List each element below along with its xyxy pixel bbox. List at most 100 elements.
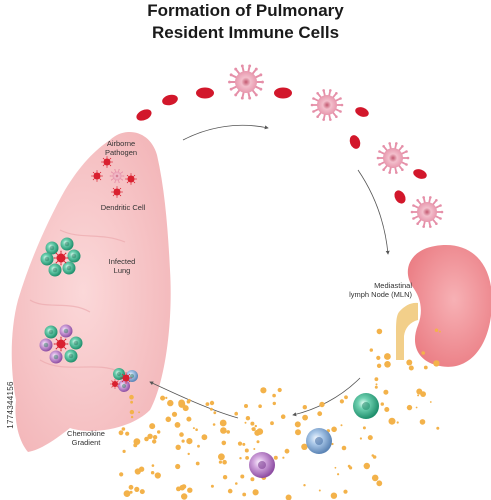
chemokine-dot: [436, 426, 440, 430]
chemokine-dot: [384, 353, 391, 360]
teal-immune-cell-icon: [45, 241, 59, 255]
chemokine-dot: [251, 427, 254, 430]
arrow-right: [357, 169, 390, 255]
chemokine-dot: [282, 456, 285, 459]
chemokine-dot: [121, 427, 126, 431]
chemokine-dot: [253, 448, 256, 450]
purple-immune-cell-icon: [49, 350, 63, 364]
chemokine-dot: [134, 468, 141, 475]
chemokine-dot: [415, 406, 418, 409]
chemokine-dot: [331, 442, 334, 446]
chemokine-dot: [303, 484, 306, 487]
chemokine-dot: [341, 445, 347, 451]
red-blood-cell-icon: [136, 109, 152, 121]
chemokine-dot: [376, 480, 383, 487]
chemokine-dot: [280, 414, 286, 420]
chemokine-dot: [256, 440, 260, 444]
red-blood-cell-icon: [274, 87, 292, 99]
chemokine-dot: [369, 348, 373, 352]
chemokine-dot: [226, 430, 230, 434]
migrating-immune-cells: [249, 393, 379, 478]
purple-immune-cell-icon: [59, 324, 73, 338]
chemokine-dot: [301, 443, 308, 450]
chemokine-dot: [167, 399, 174, 407]
chemokine-dot: [186, 438, 193, 445]
chemokine-dot: [240, 474, 245, 479]
teal-immune-cell-icon: [69, 336, 83, 350]
chemokine-dot: [152, 435, 158, 440]
dendritic-cell-icon: [310, 89, 344, 121]
chemokine-dot: [343, 489, 348, 494]
chemokine-dot: [130, 415, 134, 419]
chemokine-dot: [362, 426, 366, 430]
chemokine-dot: [295, 429, 301, 436]
chemokine-dot: [340, 424, 343, 427]
chemokine-dot: [273, 455, 278, 460]
chemokine-dot: [195, 428, 198, 432]
chemokine-dot: [165, 416, 172, 423]
chemokine-dot: [272, 401, 276, 406]
chemokine-dot: [134, 486, 140, 492]
chemokine-dot: [423, 365, 428, 370]
chemokine-dot: [227, 488, 233, 494]
chemokine-dot: [209, 400, 215, 406]
pathogen-icon: [110, 379, 120, 389]
red-blood-cells: [136, 87, 427, 204]
chemokine-dot: [178, 399, 186, 407]
chemokine-dot: [302, 414, 308, 421]
chemokine-dot: [150, 435, 153, 437]
chemokine-dot: [416, 388, 423, 395]
chemokine-dot: [371, 474, 379, 482]
chemokine-dot: [406, 404, 413, 411]
chemokine-dot: [181, 439, 185, 443]
chemokine-dot: [434, 328, 439, 332]
chemokine-dot: [383, 389, 389, 395]
red-blood-cell-icon: [162, 94, 178, 106]
red-blood-cell-icon: [413, 169, 427, 179]
teal-immune-cell-icon: [67, 249, 81, 263]
stock-id-text: 1774344156: [6, 381, 15, 429]
chemokine-dot: [139, 489, 145, 495]
chemokine-dot: [175, 463, 181, 470]
chemokine-dot: [284, 448, 290, 454]
chemokine-dot: [331, 426, 337, 433]
chemokine-dot: [318, 489, 321, 492]
chemokine-dot: [192, 427, 195, 430]
chemokine-dot: [235, 482, 238, 485]
chemokine-dot: [187, 452, 190, 456]
chemokine-dot: [149, 423, 156, 430]
pathogen-icon: [120, 372, 132, 384]
mediastinal-lymph-node: [396, 245, 491, 367]
infected-lung-label: Infected Lung: [108, 257, 136, 275]
chemokine-dot: [237, 441, 243, 446]
chemokine-dot: [219, 419, 227, 427]
pathogen-icon: [111, 186, 123, 198]
chemokine-dot: [130, 400, 134, 404]
red-blood-cell-icon: [355, 107, 369, 117]
chemokine-dot: [175, 444, 181, 450]
chemokine-dot: [334, 466, 337, 469]
red-blood-cell-icon: [196, 87, 214, 99]
mediastinal-lymph-node-label: Mediastinal lymph Node (MLN): [349, 281, 412, 299]
teal-immune-cell-icon: [44, 325, 58, 339]
chemokine-dot: [187, 487, 193, 493]
title-line-2: Resident Immune Cells: [151, 23, 340, 42]
chemokine-dot: [222, 459, 227, 465]
chemokine-dot: [417, 394, 420, 397]
chemokine-dot: [359, 437, 362, 440]
chemokine-dot: [138, 411, 141, 414]
pathogen-icon: [125, 173, 137, 185]
chemokine-dot: [195, 461, 200, 466]
chemokine-dot: [151, 464, 155, 467]
chemokine-dot: [252, 489, 259, 496]
chemokine-dot: [270, 421, 274, 426]
chemokine-dot: [277, 387, 282, 393]
chemokine-dot: [201, 434, 208, 441]
chemokine-dot: [272, 393, 276, 398]
teal-immune-cell-icon: [113, 368, 125, 380]
chemokine-dot: [129, 409, 135, 415]
chemokine-dot: [294, 421, 301, 428]
chemokine-dot: [165, 396, 168, 399]
chemokine-dot: [186, 416, 192, 422]
chemokine-dot: [150, 471, 155, 475]
